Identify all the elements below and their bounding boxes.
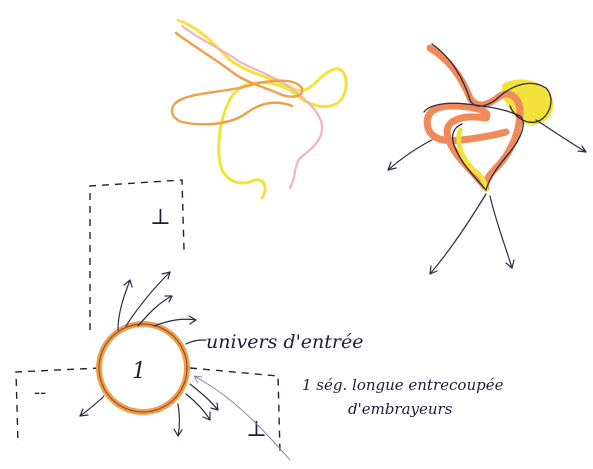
arrow-left-out bbox=[388, 140, 432, 170]
arrow-down-left bbox=[430, 194, 486, 274]
perp-symbol-top: ⊥ bbox=[150, 205, 171, 230]
circle-number: 1 bbox=[132, 359, 146, 384]
circle-arrow-left-down bbox=[80, 396, 104, 416]
loose-knot-drawing bbox=[172, 20, 346, 198]
tight-knot-drawing bbox=[388, 44, 586, 274]
note-line-2: d'embrayeurs bbox=[348, 400, 453, 418]
entry-universe-label: univers d'entrée bbox=[206, 331, 363, 353]
circle-arrow-down-1 bbox=[178, 404, 180, 436]
knot-orange-strand bbox=[172, 33, 302, 124]
dashed-frame-bottom-left bbox=[16, 368, 100, 444]
dashed-frame-top bbox=[90, 180, 184, 330]
arrow-right-out bbox=[536, 120, 586, 152]
dash-mark: -- bbox=[34, 382, 46, 403]
note-line-1: 1 ség. longue entrecoupée bbox=[302, 376, 504, 394]
circle-arrow-up-2 bbox=[126, 272, 170, 326]
tight-knot-arrows bbox=[388, 120, 586, 274]
knot-yellow-strand bbox=[178, 20, 346, 198]
perp-symbol-bottom: ⊥ bbox=[246, 417, 267, 442]
arrow-down-right bbox=[490, 196, 512, 268]
label-pointer-line bbox=[186, 340, 206, 344]
circle-arrow-down-1-head bbox=[174, 429, 182, 436]
